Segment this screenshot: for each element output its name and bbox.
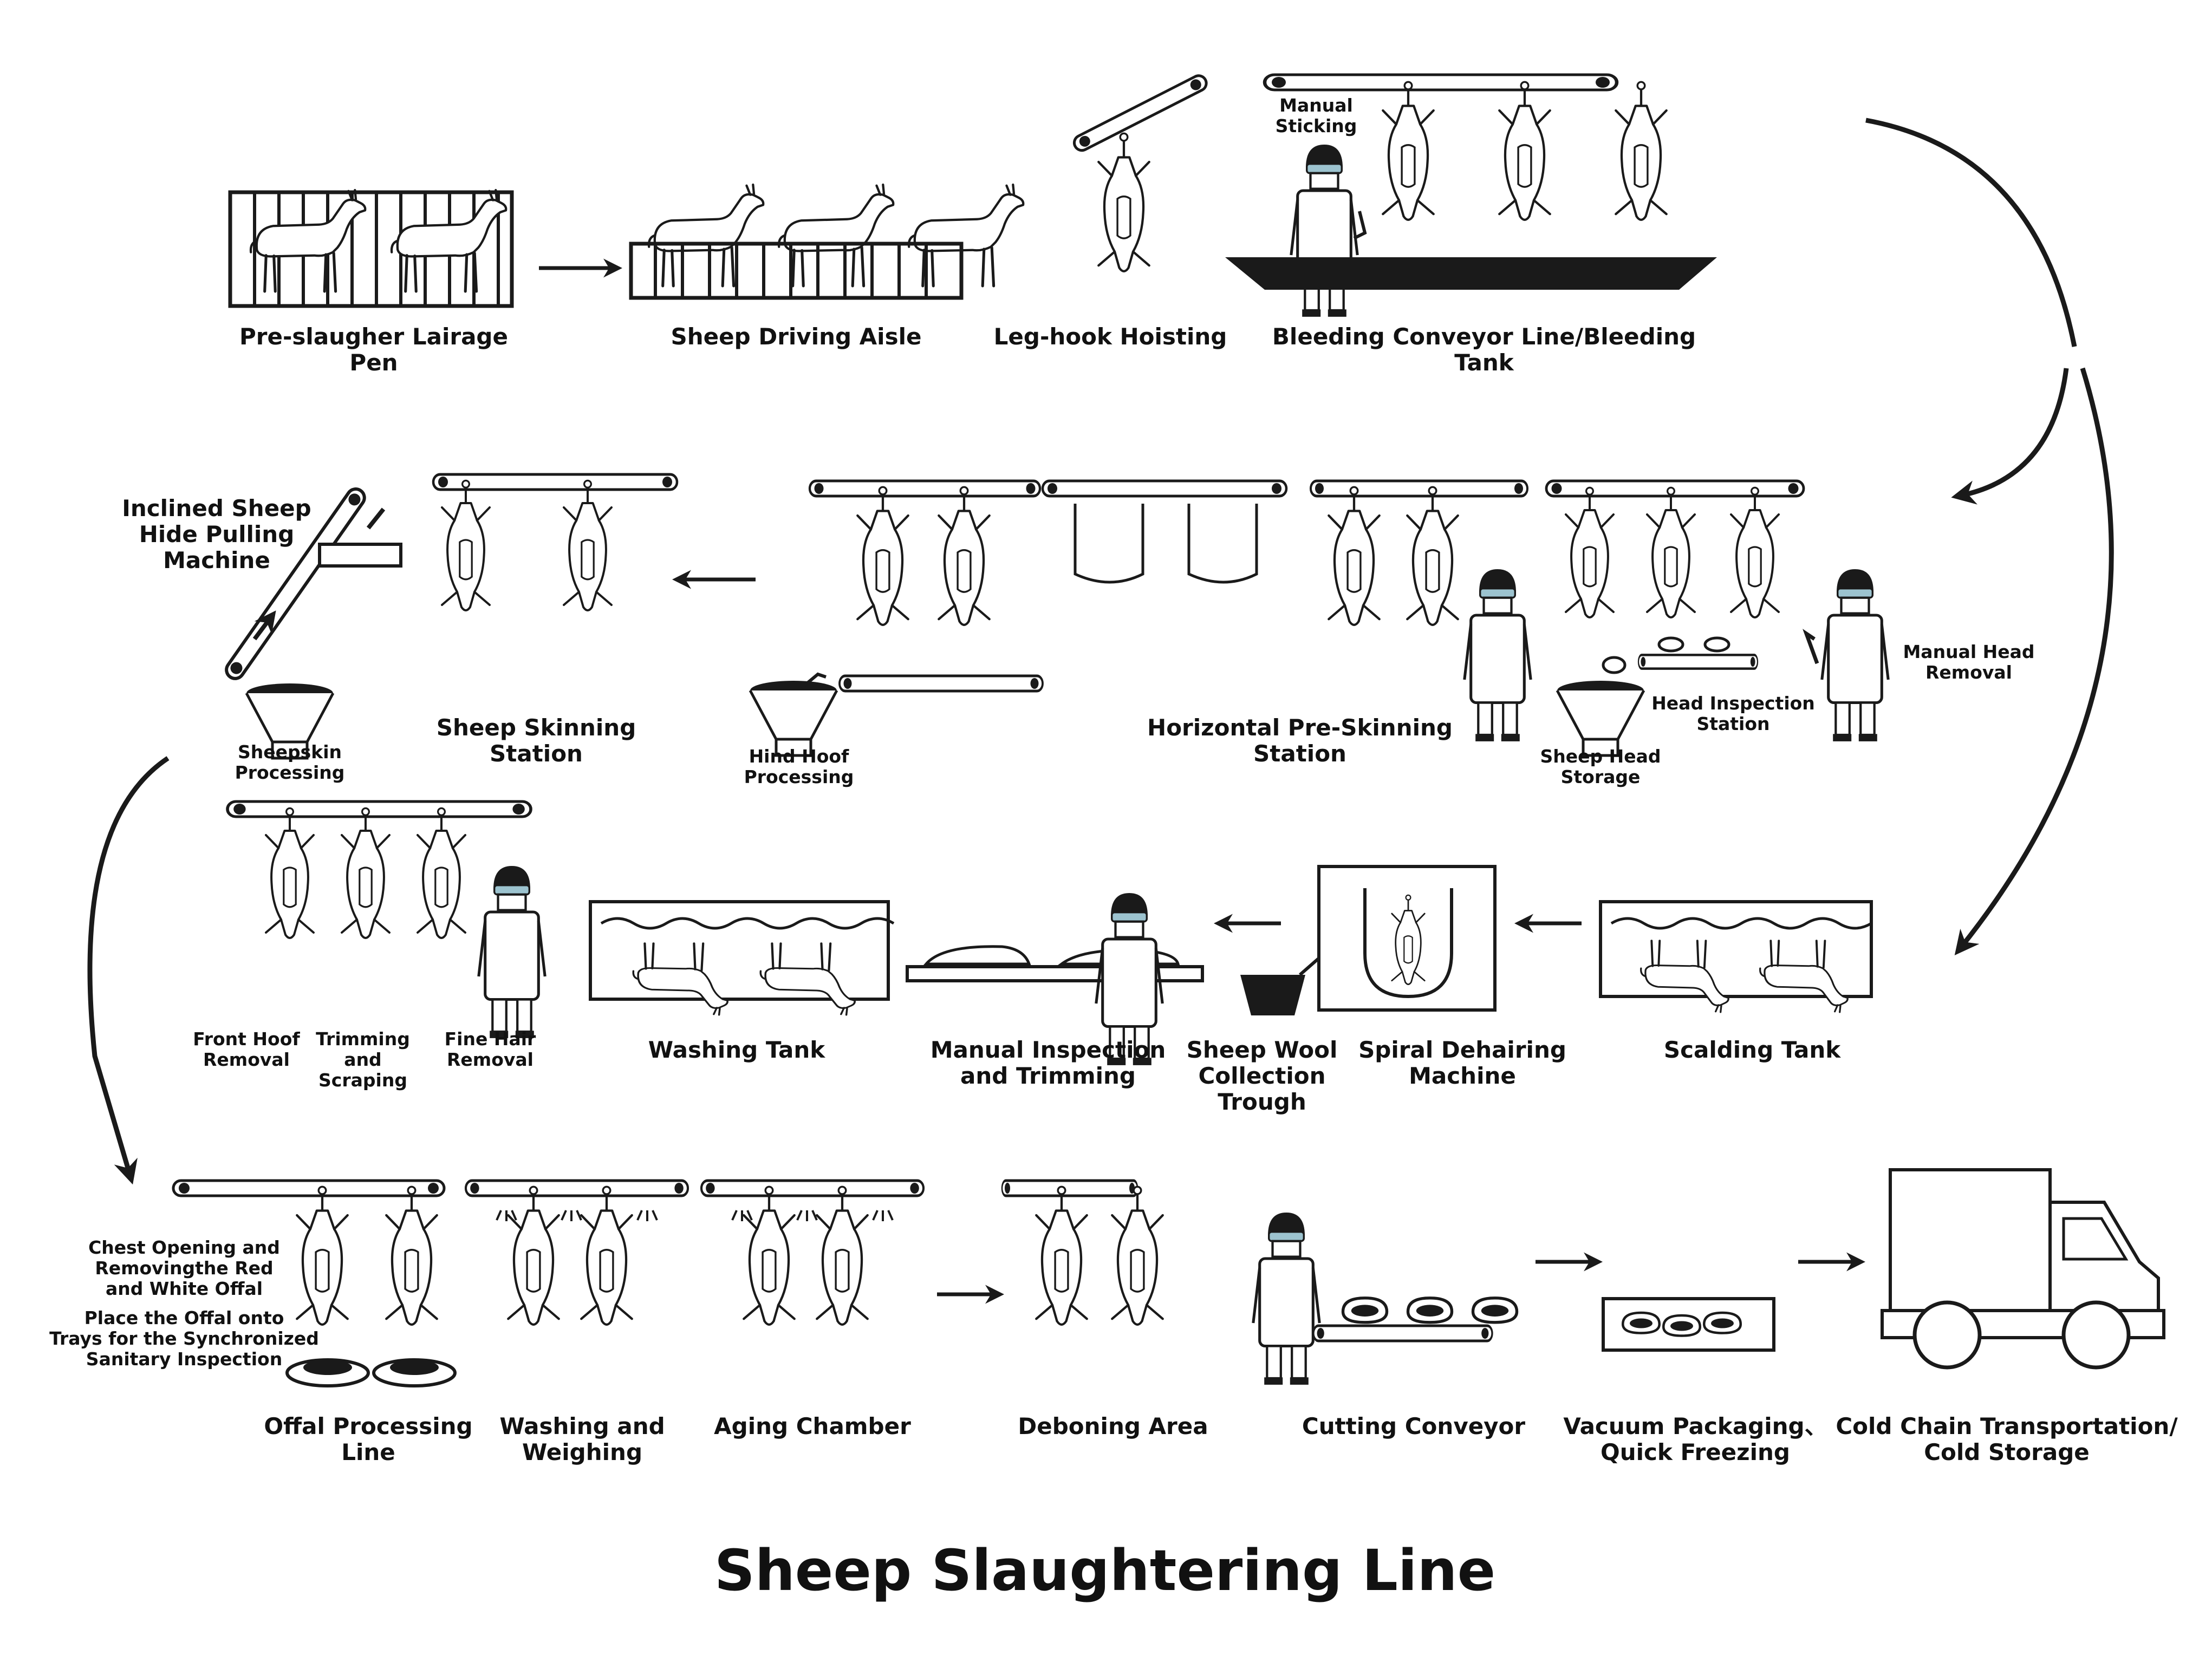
label-manual-inspection: Manual Inspection and Trimming [930,1037,1166,1089]
pre-skinning-station-icon [810,481,1804,741]
label-aging-chamber: Aging Chamber [714,1413,911,1439]
washing-tank-icon [589,900,895,1015]
label-cold-chain: Cold Chain Transportation/ Cold Storage [1836,1413,2178,1465]
arrow-icon [1865,118,2077,347]
truck-icon [1881,1168,2165,1370]
wool-trough-icon [1240,954,1323,1015]
offal-line-icon [173,1181,457,1387]
label-driving-aisle: Sheep Driving Aisle [671,323,922,350]
head-inspection-icon [1557,636,1758,755]
washing-weighing-icon [466,1181,688,1325]
tray-icon [285,1358,457,1387]
hide-pulling-machine-icon [225,487,402,758]
label-washing-weighing: Washing and Weighing [499,1413,665,1465]
skinning-station-icon [433,474,677,610]
label-head-inspection: Head Inspection Station [1651,693,1815,734]
cutting-conveyor-icon [1253,1213,1517,1385]
label-dehairing-machine: Spiral Dehairing Machine [1358,1037,1566,1089]
label-trimming-scraping: Trimming and Scraping [316,1028,410,1091]
label-scalding-tank: Scalding Tank [1663,1037,1841,1063]
label-deboning-area: Deboning Area [1018,1413,1208,1439]
worker-icon [1291,145,1357,317]
lairage-pen-icon [228,190,514,308]
label-cutting-conveyor: Cutting Conveyor [1302,1413,1526,1439]
page-title: Sheep Slaughtering Line [714,1537,1496,1604]
leg-hook-icon [1072,74,1208,271]
driving-aisle-icon [629,185,1023,300]
label-manual-head-removal: Manual Head Removal [1903,641,2035,683]
manual-head-removal-icon [1803,569,1888,741]
label-offal-trays: Place the Offal onto Trays for the Synch… [49,1307,319,1370]
label-chest-opening: Chest Opening and Removingthe Red and Wh… [88,1237,280,1299]
label-offal-line: Offal Processing Line [264,1413,473,1465]
deboning-area-icon [1002,1181,1163,1325]
arrow-icon [1954,367,2114,956]
label-fine-hair: Fine Hair Removal [444,1028,536,1070]
bleeding-line-icon [1225,75,1717,317]
label-leg-hook: Leg-hook Hoisting [993,323,1227,350]
meat-cut-icon [1343,1298,1387,1322]
hoof-trimming-line-icon [227,802,545,1038]
vacuum-packaging-icon [1602,1297,1775,1352]
scalding-tank-icon [1599,900,1873,1013]
dehairing-machine-icon [1317,865,1497,1012]
manual-inspection-icon [906,893,1204,1065]
label-lairage-pen: Pre-slaugher Lairage Pen [239,323,508,376]
label-front-hoof: Front Hoof Removal [193,1028,300,1070]
label-skinning-station: Sheep Skinning Station [436,714,636,767]
label-vacuum-packaging: Vacuum Packaging、 Quick Freezing [1563,1413,1827,1465]
label-hide-pulling: Inclined Sheep Hide Pulling Machine [122,495,311,574]
label-manual-sticking: Manual Sticking [1275,95,1357,136]
label-wool-trough: Sheep Wool Collection Trough [1186,1037,1338,1115]
aging-chamber-icon [701,1181,923,1325]
label-bleeding-line: Bleeding Conveyor Line/Bleeding Tank [1272,323,1696,376]
hind-hoof-icon [750,672,837,755]
arrow-icon [1951,368,2069,505]
label-pre-skinning: Horizontal Pre-Skinning Station [1147,714,1453,767]
label-hind-hoof: Hind Hoof Processing [744,746,854,787]
label-sheepskin-processing: Sheepskin Processing [235,741,345,783]
label-washing-tank: Washing Tank [648,1037,825,1063]
label-head-storage: Sheep Head Storage [1540,746,1661,787]
arrow-icon [87,756,170,1185]
